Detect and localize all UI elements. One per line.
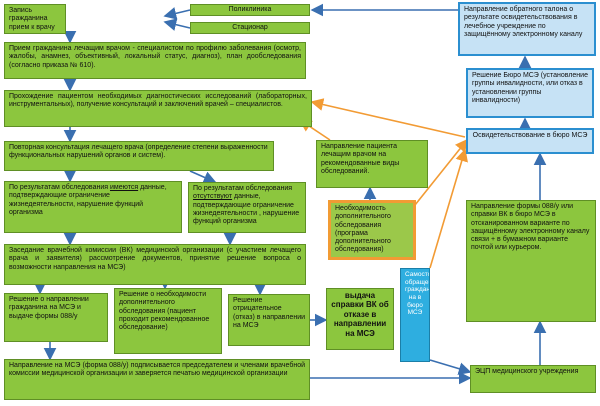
- povtornaya-text: Повторная консультация лечащего врача (о…: [9, 144, 268, 160]
- imeyutsya-suffix: данные, подтверждающие ограничение жизне…: [9, 184, 167, 216]
- arrow-poliklinika-to-zapis: [163, 7, 191, 20]
- reshenie-napr-text: Решение о направлении гражданина на МСЭ …: [9, 296, 89, 320]
- box-vydacha: выдача справки ВК об отказе в направлени…: [326, 288, 394, 350]
- imeyutsya-em: имеются: [109, 184, 139, 191]
- reshenie-dop-text: Решение о необходимости дополнительного …: [119, 291, 210, 331]
- box-zasedanie: Заседание врачебной комиссии (ВК) медици…: [4, 244, 306, 285]
- box-otsutstvuyut: По результатам обследования отсутствуют …: [188, 182, 306, 233]
- box-napravlenie-pacienta: Направление пациента лечащим врачом на р…: [316, 140, 428, 188]
- stacionar-text: Стационар: [232, 24, 268, 31]
- arrow-stacionar-to-zapis: [163, 18, 191, 31]
- arrow-orange-samost-to-osvid: [429, 148, 468, 269]
- zapis-text: Запись гражданина прием к врачу: [9, 7, 55, 31]
- otsutstvuyut-prefix: По результатам обследования: [193, 185, 293, 192]
- samostoyatelnoe-text: Самостоятельное обращение граждан на в б…: [405, 271, 430, 317]
- box-poliklinika: Поликлиника: [190, 4, 310, 16]
- box-osvidetelstvovanie: Освидетельствование в бюро МСЭ: [466, 128, 594, 154]
- arrow-orange-osvid-to-proh: [310, 98, 466, 138]
- box-zapis: Запись гражданина прием к врачу: [4, 4, 66, 34]
- vydacha-text: выдача справки ВК об отказе в направлени…: [331, 291, 389, 338]
- arrow-orange-neobh-to-osvid: [414, 138, 468, 206]
- otsutstvuyut-suffix: данные, подтверждающие ограничение жизне…: [193, 193, 300, 225]
- box-reshenie-napr: Решение о направлении гражданина на МСЭ …: [4, 293, 108, 342]
- arrow-samost-to-ecp: [429, 359, 472, 375]
- box-napravlenie-088: Направление на МСЭ (форма 088/у) подписы…: [4, 359, 310, 400]
- box-priem: Прием гражданина лечащим врачом - специа…: [4, 42, 306, 79]
- neobhodimost-text: Необходимость дополнительного обследован…: [335, 205, 391, 254]
- arrow-povt-to-otsut: [189, 170, 217, 184]
- priem-text: Прием гражданина лечащим врачом - специа…: [9, 45, 301, 69]
- box-reshenie-otr: Решение отрицательное (отказ) в направле…: [228, 294, 310, 346]
- reshenie-otr-text: Решение отрицательное (отказ) в направле…: [233, 297, 306, 329]
- ecp-text: ЭЦП медицинского учреждения: [475, 368, 579, 375]
- otsutstvuyut-em: отсутствуют: [193, 193, 233, 201]
- napr-formy-text: Направление формы 088/у или справки ВК в…: [471, 203, 590, 252]
- box-napr-formy: Направление формы 088/у или справки ВК в…: [466, 200, 596, 322]
- imeyutsya-prefix: По результатам обследования: [9, 184, 110, 191]
- box-reshenie-dop: Решение о необходимости дополнительного …: [114, 288, 222, 354]
- prohozhdenie-text: Прохождение пациентом необходимых диагно…: [9, 93, 307, 109]
- osvidetelstvovanie-text: Освидетельствование в бюро МСЭ: [472, 132, 588, 139]
- poliklinika-text: Поликлиника: [228, 6, 272, 13]
- box-povtornaya: Повторная консультация лечащего врача (о…: [4, 141, 274, 171]
- box-imeyutsya: По результатам обследования имеются данн…: [4, 181, 182, 233]
- box-stacionar: Стационар: [190, 22, 310, 34]
- reshenie-byuro-text: Решение Бюро МСЭ (установление группы ин…: [472, 72, 588, 104]
- zasedanie-text: Заседание врачебной комиссии (ВК) медици…: [9, 247, 301, 271]
- box-napr-obratnogo: Направление обратного талона о результат…: [458, 2, 596, 56]
- box-reshenie-byuro: Решение Бюро МСЭ (установление группы ин…: [466, 68, 594, 118]
- napravlenie-pacienta-text: Направление пациента лечащим врачом на р…: [321, 143, 400, 175]
- napr-obratnogo-text: Направление обратного талона о результат…: [464, 6, 583, 38]
- box-prohozhdenie: Прохождение пациентом необходимых диагно…: [4, 90, 312, 127]
- napravlenie-088-text: Направление на МСЭ (форма 088/у) подписы…: [9, 362, 305, 378]
- box-samostoyatelnoe: Самостоятельное обращение граждан на в б…: [400, 268, 430, 362]
- box-ecp: ЭЦП медицинского учреждения: [470, 365, 596, 393]
- box-neobhodimost: Необходимость дополнительного обследован…: [328, 200, 416, 260]
